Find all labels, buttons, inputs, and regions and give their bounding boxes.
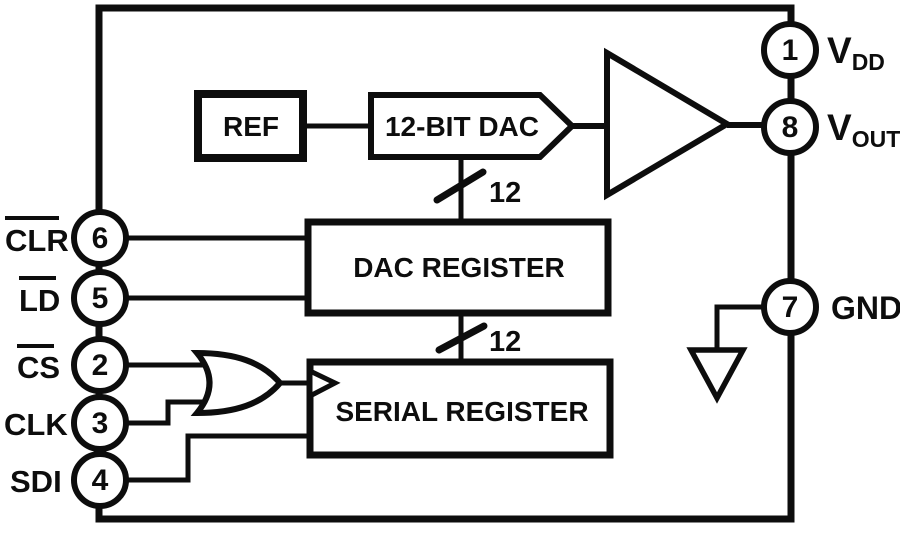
pin-label: CLK: [4, 407, 68, 442]
pin-clr: 6 CLR: [5, 209, 129, 267]
ref-block-label: REF: [223, 111, 279, 142]
pin-label: CS: [17, 350, 60, 385]
pin-circle: [71, 451, 129, 509]
pin-ld: 5 LD: [19, 269, 129, 327]
dac-register-label: DAC REGISTER: [353, 252, 565, 283]
dac-block: [368, 92, 577, 160]
pin-number: 2: [92, 349, 109, 382]
pin-number: 5: [92, 282, 109, 315]
wire-sdi-to-serialregister: [126, 433, 314, 483]
serial-register-label: SERIAL REGISTER: [335, 396, 588, 427]
pin-label-subscript: DD: [852, 49, 885, 75]
pin-circle: [71, 269, 129, 327]
pin-sdi: 4 SDI: [10, 451, 129, 509]
pin-circle: [71, 209, 129, 267]
bus-width-label: 12: [489, 177, 521, 209]
left-pins: 6 CLR 5 LD 2 CS 3 CLK 4 SDI: [4, 209, 129, 509]
pin-clk: 3 CLK: [4, 394, 129, 452]
pin-vout: 8 VOUT: [761, 98, 900, 156]
pin-label: GND: [831, 290, 900, 326]
bus-slash-icon: [435, 322, 488, 354]
blocks-layer: REF 12-BIT DAC DAC REGISTER SERIAL REGIS…: [190, 47, 748, 459]
ref-block: [194, 90, 307, 162]
pin-label-main: V: [827, 107, 852, 148]
pin-label: VDD: [827, 30, 885, 75]
clock-input-triangle-icon: [307, 367, 341, 401]
pin-label: VOUT: [827, 107, 900, 152]
pin-number: 3: [92, 407, 109, 440]
pin-number: 4: [92, 464, 109, 497]
dac-register-block: [304, 218, 612, 317]
or-gate-symbol: [190, 349, 284, 417]
ground-symbol-icon: [686, 347, 748, 404]
right-pins: 1 VDD 8 VOUT 7 GND: [761, 21, 900, 336]
bus-width-label: 12: [489, 326, 521, 358]
op-amp-symbol: [604, 47, 733, 201]
bus-slash-icon: [433, 168, 487, 204]
pin-vdd: 1 VDD: [761, 21, 885, 79]
dac-block-label: 12-BIT DAC: [385, 111, 539, 142]
pin-label-subscript: OUT: [852, 126, 900, 152]
pin-circle: [761, 98, 819, 156]
pin-label: CLR: [5, 223, 69, 258]
pin-number: 6: [92, 222, 109, 255]
pin-gnd: 7 GND: [761, 278, 900, 336]
pin-circle: [761, 21, 819, 79]
pin-number: 7: [782, 291, 799, 324]
serial-register-block: [306, 358, 614, 459]
pin-number: 8: [782, 111, 799, 144]
pin-label-main: V: [827, 30, 852, 71]
wires-layer: [126, 122, 766, 483]
pin-circle: [71, 336, 129, 394]
pin-circle: [761, 278, 819, 336]
pin-circle: [71, 394, 129, 452]
pin-label: LD: [19, 283, 60, 318]
pin-number: 1: [782, 34, 799, 67]
wire-gndpin-to-ground: [714, 304, 766, 350]
pin-label: SDI: [10, 464, 62, 499]
pin-cs: 2 CS: [17, 336, 129, 394]
bus-annotations: 12 12: [433, 168, 521, 358]
